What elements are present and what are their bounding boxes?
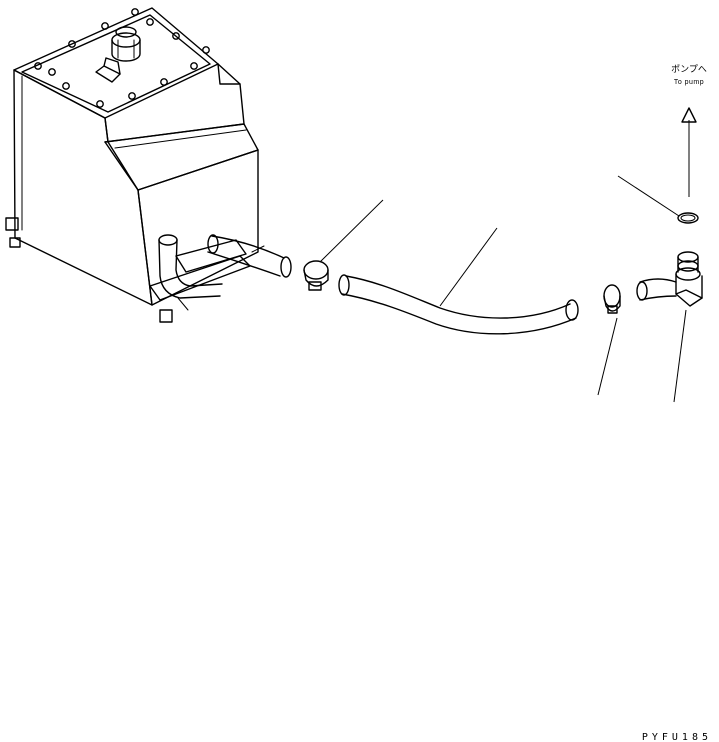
hose-clamp-1 [303,260,329,291]
suction-hose [338,274,579,335]
drawing-code: PYFU185 [642,732,712,742]
hose-clamp-2 [603,284,621,314]
hydraulic-tank [5,7,292,323]
suction-pipe-elbow [149,234,292,311]
filler-cap [111,26,141,62]
destination-label-jp: ポンプへ [671,64,707,74]
flow-arrow-to-pump [681,107,697,197]
destination-label-en: To pump [674,79,704,86]
breather-bracket [95,57,121,83]
elbow-fitting [636,251,703,307]
leader-lines [319,175,687,403]
o-ring [677,212,699,224]
cover-bolts [34,8,210,108]
